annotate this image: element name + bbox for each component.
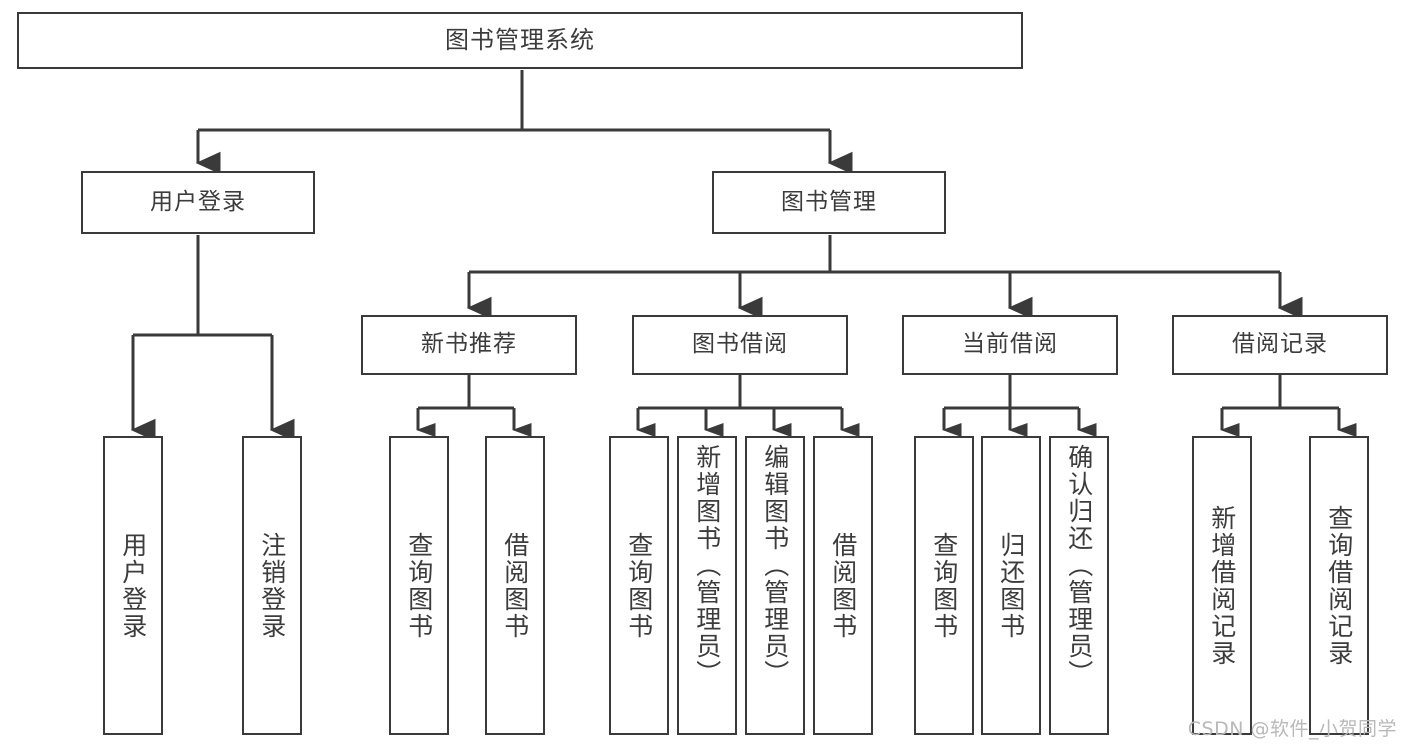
leaf-borrow-edit-book-admin[interactable]: 编辑图书（管理员） <box>745 436 805 735</box>
node-label: 新增图书（管理员） <box>692 444 722 687</box>
node-label: 注销登录 <box>257 531 287 640</box>
node-label: 图书管理系统 <box>445 26 595 55</box>
node-root-system[interactable]: 图书管理系统 <box>17 12 1023 69</box>
node-label: 确认归还（管理员） <box>1064 444 1094 687</box>
leaf-record-add-record[interactable]: 新增借阅记录 <box>1192 436 1252 735</box>
node-current-borrow[interactable]: 当前借阅 <box>902 315 1118 375</box>
node-label: 新书推荐 <box>421 331 517 358</box>
leaf-borrow-query-book[interactable]: 查询图书 <box>609 436 669 735</box>
node-label: 当前借阅 <box>962 331 1058 358</box>
node-label: 用户登录 <box>150 188 246 215</box>
node-label: 新增借阅记录 <box>1207 504 1237 667</box>
leaf-current-query-book[interactable]: 查询图书 <box>914 436 974 735</box>
node-label: 编辑图书（管理员） <box>760 444 790 687</box>
leaf-recommend-borrow-book[interactable]: 借阅图书 <box>485 436 545 735</box>
leaf-current-return-book[interactable]: 归还图书 <box>981 436 1041 735</box>
node-label: 借阅图书 <box>500 531 530 640</box>
node-new-book-recommend[interactable]: 新书推荐 <box>361 315 577 375</box>
leaf-borrow-add-book-admin[interactable]: 新增图书（管理员） <box>677 436 737 735</box>
leaf-recommend-query-book[interactable]: 查询图书 <box>389 436 449 735</box>
watermark-text: CSDN @软件_小贺同学 <box>1187 718 1397 740</box>
leaf-current-confirm-return-admin[interactable]: 确认归还（管理员） <box>1049 436 1109 735</box>
leaf-user-login-signout[interactable]: 注销登录 <box>242 436 302 735</box>
node-label: 图书借阅 <box>692 331 788 358</box>
leaf-record-query-record[interactable]: 查询借阅记录 <box>1309 436 1369 735</box>
node-label: 图书管理 <box>781 188 877 215</box>
leaf-user-login-signin[interactable]: 用户登录 <box>103 436 163 735</box>
node-label: 查询图书 <box>404 531 434 640</box>
node-label: 查询借阅记录 <box>1324 504 1354 667</box>
leaf-borrow-borrow-book[interactable]: 借阅图书 <box>813 436 873 735</box>
node-label: 用户登录 <box>118 531 148 640</box>
node-label: 查询图书 <box>929 531 959 640</box>
node-label: 借阅记录 <box>1232 331 1328 358</box>
node-label: 查询图书 <box>624 531 654 640</box>
node-label: 借阅图书 <box>828 531 858 640</box>
node-book-management[interactable]: 图书管理 <box>712 171 946 234</box>
node-book-borrow[interactable]: 图书借阅 <box>632 315 848 375</box>
node-borrow-record[interactable]: 借阅记录 <box>1172 315 1388 375</box>
node-user-login[interactable]: 用户登录 <box>81 171 315 234</box>
node-label: 归还图书 <box>996 531 1026 640</box>
